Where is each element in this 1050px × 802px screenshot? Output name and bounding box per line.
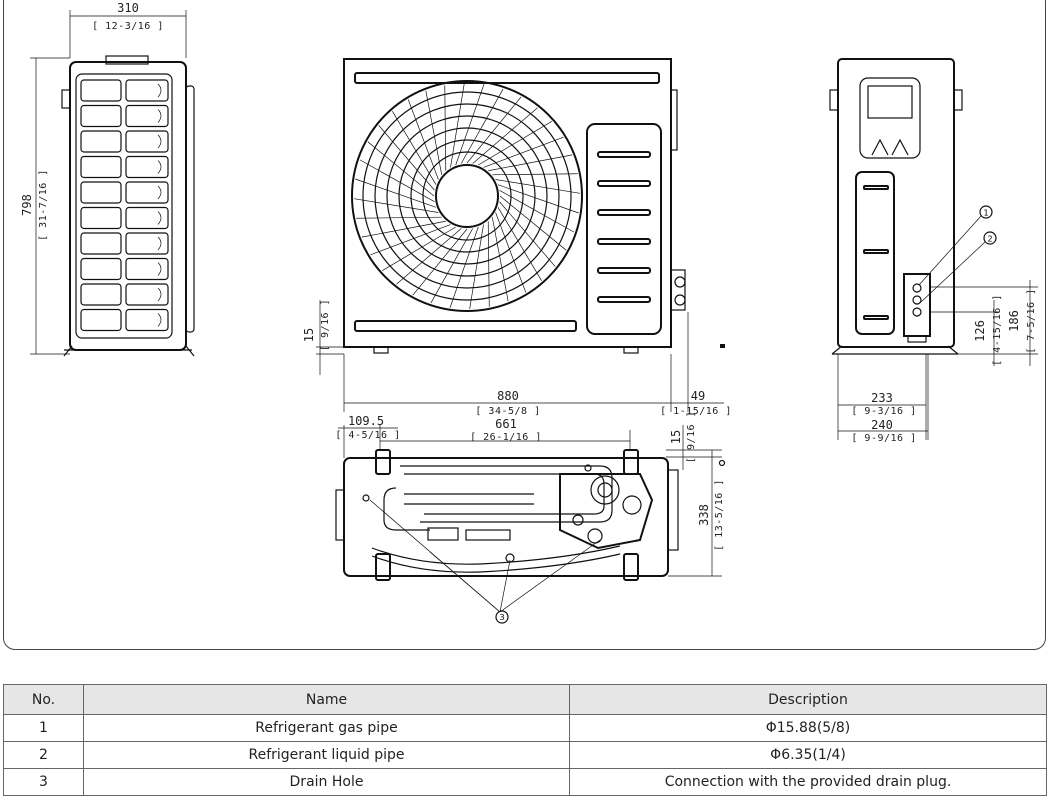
front-offset-mm: 49 — [691, 389, 705, 403]
bottom-left-in: [ 4-5/16 ] — [335, 430, 400, 441]
callout-1: 1 — [983, 209, 988, 218]
col-header-no: No. — [3, 684, 84, 715]
bottom-view: 109.5 [ 4-5/16 ] 661 [ 26-1/16 ] 15 [ 9/… — [335, 411, 726, 624]
table-row: 2 Refrigerant liquid pipe Φ6.35(1/4) — [3, 741, 1047, 769]
table-row: 1 Refrigerant gas pipe Φ15.88(5/8) — [3, 714, 1047, 742]
bottom-span-mm: 661 — [495, 417, 517, 431]
callout-2: 2 — [987, 235, 992, 244]
bottom-left-mm: 109.5 — [348, 414, 384, 428]
port-height-2-mm: 186 — [1007, 310, 1021, 332]
bottom-depth-mm: 338 — [697, 504, 711, 526]
port-height-1-mm: 126 — [973, 320, 987, 342]
row-description: Φ6.35(1/4) — [569, 741, 1047, 769]
row-name: Drain Hole — [83, 768, 570, 796]
port-height-2-in: [ 7-5/16 ] — [1026, 288, 1037, 353]
table-row: 3 Drain Hole Connection with the provide… — [3, 768, 1047, 796]
bottom-depth-in: [ 13-5/16 ] — [714, 479, 725, 551]
col-header-description: Description — [569, 684, 1047, 715]
bottom-edge-in: [ 9/16 ] — [686, 411, 697, 463]
front-foot-mm: 15 — [302, 328, 316, 342]
dimension-drawing: 310 [ 12-3/16 ] 798 [ 31-7/16 ] — [20, 1, 1038, 624]
col-header-name: Name — [83, 684, 570, 715]
depth-2-mm: 240 — [871, 418, 893, 432]
depth-2-in: [ 9-9/16 ] — [851, 433, 916, 444]
bottom-span-in: [ 26-1/16 ] — [470, 432, 542, 443]
port-height-1-in: [ 4-15/16 ] — [992, 294, 1003, 366]
front-offset-in: [ 1-15/16 ] — [660, 406, 732, 417]
bottom-edge-mm: 15 — [669, 430, 683, 444]
callout-3: 3 — [499, 613, 504, 622]
front-width-mm: 880 — [497, 389, 519, 403]
row-no: 3 — [3, 768, 84, 796]
spec-table: No. Name Description 1 Refrigerant gas p… — [3, 684, 1047, 796]
side-height-in: [ 31-7/16 ] — [38, 169, 49, 241]
side-view: 310 [ 12-3/16 ] 798 [ 31-7/16 ] — [20, 1, 195, 357]
drawing-frame — [3, 0, 1046, 650]
right-view: 1 2 126 [ 4-15/16 ] 186 [ 7-5/16 ] 233 [… — [829, 58, 1038, 444]
front-foot-in: [ 9/16 ] — [320, 299, 331, 351]
side-height-mm: 798 — [20, 194, 34, 216]
depth-1-mm: 233 — [871, 391, 893, 405]
row-name: Refrigerant gas pipe — [83, 714, 570, 742]
row-name: Refrigerant liquid pipe — [83, 741, 570, 769]
row-no: 1 — [3, 714, 84, 742]
table-header-row: No. Name Description — [3, 684, 1047, 715]
row-description: Φ15.88(5/8) — [569, 714, 1047, 742]
row-no: 2 — [3, 741, 84, 769]
side-width-mm: 310 — [117, 1, 139, 15]
front-view: 15 [ 9/16 ] 880 [ 34-5/8 ] 49 [ 1-15/16 … — [302, 58, 732, 417]
front-width-in: [ 34-5/8 ] — [475, 406, 540, 417]
side-width-in: [ 12-3/16 ] — [92, 21, 164, 32]
row-description: Connection with the provided drain plug. — [569, 768, 1047, 796]
depth-1-in: [ 9-3/16 ] — [851, 406, 916, 417]
